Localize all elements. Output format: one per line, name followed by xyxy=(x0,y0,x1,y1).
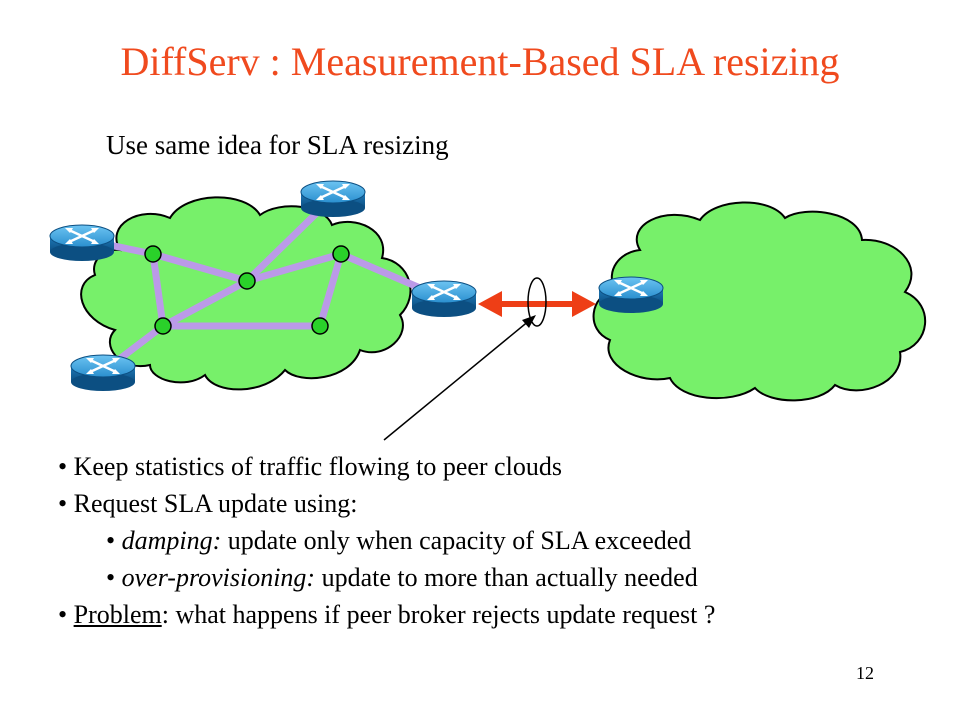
bullet-item: • Keep statistics of traffic flowing to … xyxy=(58,452,562,481)
node xyxy=(311,317,329,335)
pointer-arrow-icon xyxy=(383,315,536,441)
router-icon xyxy=(48,223,116,263)
node xyxy=(154,317,172,335)
bullet-item: • Request SLA update using: xyxy=(58,489,358,518)
router-icon xyxy=(597,275,665,315)
bullet-item: • Problem: what happens if peer broker r… xyxy=(58,600,716,629)
bullet-list: • Keep statistics of traffic flowing to … xyxy=(58,448,715,633)
router-icon xyxy=(299,179,367,219)
router-icon xyxy=(410,279,478,319)
term-over-provisioning: over-provisioning: xyxy=(121,563,316,592)
slide-title: DiffServ : Measurement-Based SLA resizin… xyxy=(120,39,840,84)
router-icon xyxy=(69,353,137,393)
slide-subtitle: Use same idea for SLA resizing xyxy=(106,130,449,160)
double-arrow-icon xyxy=(478,291,596,317)
term-damping: damping: xyxy=(121,526,222,555)
node xyxy=(144,245,162,263)
measurement-ellipse xyxy=(527,277,547,327)
page-number: 12 xyxy=(856,663,874,683)
sub-bullet-item: • over-provisioning: update to more than… xyxy=(106,563,698,592)
network-links xyxy=(81,196,445,374)
network-nodes xyxy=(144,245,350,335)
right-cloud xyxy=(592,201,927,402)
sub-bullet-item: • damping: update only when capacity of … xyxy=(106,526,692,555)
left-cloud xyxy=(80,196,412,391)
term-problem: Problem xyxy=(73,600,162,629)
node xyxy=(238,272,256,290)
node xyxy=(332,245,350,263)
